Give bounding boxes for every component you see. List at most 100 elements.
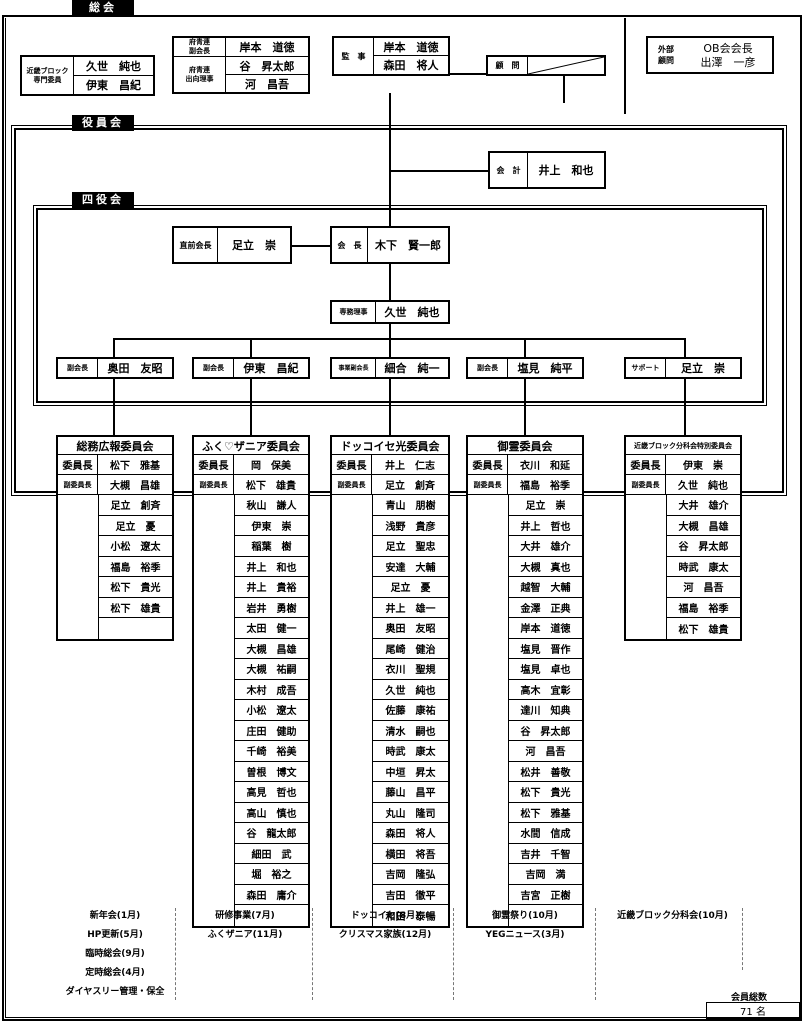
- member: 松下 貴光: [99, 577, 172, 598]
- event: クリスマス家族(12月): [338, 930, 432, 940]
- member: 浅野 貴彦: [373, 516, 448, 536]
- vice-label-5: サポート: [626, 359, 666, 377]
- kinki-delegate-box: 近畿ブロック 専門委員 久世 純也 伊東 昌紀: [20, 55, 155, 96]
- vice-name-1: 奥田 友昭: [107, 362, 163, 375]
- vice-label-4: 副会長: [468, 359, 508, 377]
- vice-name-5: 足立 崇: [681, 362, 725, 375]
- general-assembly-frame-inner: [5, 18, 799, 1018]
- event-divider-5: [742, 908, 743, 970]
- member: 藤山 昌平: [373, 782, 448, 803]
- kinki-delegate-label: 近畿ブロック 専門委員: [22, 57, 74, 94]
- committee-2-vice-label: 副委員長: [194, 475, 234, 494]
- events-committee-4: 御霊祭り(10月) YEGニュース(3月): [463, 907, 587, 945]
- external-advisor-box: 外部 顧問 OB会会長 出澤 一彦: [646, 36, 774, 74]
- treasurer-name: 井上 和也: [538, 164, 594, 177]
- member: 稲葉 樹: [235, 536, 308, 557]
- kinki-delegate-name-1: 久世 純也: [74, 57, 153, 76]
- member: 足立 崇: [509, 495, 582, 516]
- advisor-label: 顧 問: [488, 57, 528, 74]
- member: 谷 昇太郎: [667, 536, 740, 557]
- member: 福島 裕季: [667, 598, 740, 618]
- vice-box-2: 副会長 伊東 昌紀: [192, 357, 310, 379]
- committee-2-members: 秋山 謙人 伊東 崇 稲葉 樹 井上 和也 井上 貴裕 岩井 勇樹 太田 健一 …: [234, 495, 308, 926]
- member: 細田 武: [235, 844, 308, 864]
- committee-1-vice-label: 副委員長: [58, 475, 98, 494]
- prefectural-box: 府青連 副会長 岸本 道徳 府青連 出向理事 谷 昇太郎 河 昌吾: [172, 36, 310, 94]
- section-four-officers: 四役会: [72, 192, 134, 208]
- frame-right-notch: [624, 18, 627, 114]
- committee-5-vice-label: 副委員長: [626, 475, 666, 494]
- member: 足立 聖忠: [373, 536, 448, 557]
- member: 青山 朋樹: [373, 495, 448, 516]
- committee-3-chair-label: 委員長: [332, 455, 372, 474]
- events-committee-1: 新年会(1月) HP更新(5月) 臨時総会(9月) 定時総会(4月) ダイヤスリ…: [40, 907, 190, 1002]
- member: 尾崎 健治: [373, 639, 448, 659]
- committee-3-title: ドッコイセ光委員会: [332, 437, 448, 455]
- advisor-drop: [563, 73, 565, 103]
- vice-label-1: 副会長: [58, 359, 98, 377]
- external-advisor-name: 出澤 一彦: [700, 56, 756, 69]
- member: 大槻 祐嗣: [235, 659, 308, 680]
- member: 横田 将吾: [373, 844, 448, 864]
- member: 井上 雄一: [373, 598, 448, 618]
- member: 岩井 勇樹: [235, 598, 308, 618]
- member: 塩見 卓也: [509, 659, 582, 680]
- member: 中垣 昇太: [373, 762, 448, 782]
- vice-box-3: 事業副会長 細合 純一: [330, 357, 450, 379]
- event: YEGニュース(3月): [485, 930, 565, 940]
- member: 時武 康太: [667, 557, 740, 577]
- member: 太田 健一: [235, 618, 308, 639]
- member: 松井 善敬: [509, 762, 582, 782]
- member: 金澤 正典: [509, 598, 582, 618]
- committee-1-members: 足立 創斉 足立 憂 小松 遼太 福島 裕季 松下 貴光 松下 雄貴: [98, 495, 172, 639]
- committee-4-members: 足立 崇 井上 哲也 大井 雄介 大槻 真也 越智 大輔 金澤 正典 岸本 道徳…: [508, 495, 582, 926]
- committee-3-vice-label: 副委員長: [332, 475, 372, 494]
- total-members-value: 71 名: [740, 1007, 766, 1018]
- member: 越智 大輔: [509, 577, 582, 598]
- member: 大槻 昌雄: [235, 639, 308, 659]
- event: 新年会(1月): [89, 911, 141, 921]
- committee-5-title: 近畿ブロック分科会特別委員会: [626, 437, 740, 455]
- member: 大槻 真也: [509, 557, 582, 577]
- member: 大槻 昌雄: [667, 516, 740, 536]
- member: 谷 龍太郎: [235, 823, 308, 844]
- events-committee-3: ドッコイセ(8月) クリスマス家族(12月): [322, 907, 448, 945]
- committee-3-members: 青山 朋樹 浅野 貴彦 足立 聖忠 安達 大輔 足立 憂 井上 雄一 奥田 友昭…: [372, 495, 448, 926]
- member: 松下 雄貴: [678, 624, 729, 636]
- member: 吉井 千智: [509, 844, 582, 864]
- member: 曽根 博文: [235, 762, 308, 782]
- member: 塩見 晋作: [509, 639, 582, 659]
- treasurer-line: [390, 170, 490, 172]
- event: HP更新(5月): [87, 930, 143, 940]
- vice-box-4: 副会長 塩見 純平: [466, 357, 584, 379]
- committee-3: ドッコイセ光委員会 委員長井上 仁志 副委員長足立 創斉 青山 朋樹 浅野 貴彦…: [330, 435, 450, 928]
- event: 定時総会(4月): [85, 968, 145, 978]
- advisor-box: 顧 問: [486, 55, 606, 76]
- auditor-name-1: 岸本 道徳: [374, 38, 448, 56]
- comm-drop-1: [113, 376, 115, 436]
- member: 衣川 聖規: [373, 659, 448, 680]
- vice-name-2: 伊東 昌紀: [243, 362, 299, 375]
- member: 高見 哲也: [235, 782, 308, 803]
- past-president-box: 直前会長 足立 崇: [172, 226, 292, 264]
- committee-2-vice: 松下 雄貴: [246, 481, 296, 492]
- prefectural-director-2: 河 昌吾: [245, 77, 289, 91]
- member: 高木 宜彰: [509, 680, 582, 700]
- committee-4-vice: 福島 裕季: [520, 481, 570, 492]
- member: 木村 成吾: [235, 680, 308, 700]
- committee-4-title: 御霊委員会: [468, 437, 582, 455]
- prefectural-vice-label: 府青連 副会長: [174, 38, 226, 57]
- general-assembly-frame: [2, 15, 802, 1021]
- member: 大井 雄介: [509, 536, 582, 557]
- member: 足立 憂: [99, 516, 172, 536]
- member: 谷 昇太郎: [509, 721, 582, 741]
- past-president-name: 足立 崇: [232, 239, 276, 252]
- member: 森田 将人: [373, 823, 448, 844]
- member: 高山 慎也: [235, 803, 308, 823]
- committee-4-chair: 衣川 和延: [520, 461, 570, 472]
- member: 秋山 謙人: [235, 495, 308, 516]
- vice-box-5: サポート 足立 崇: [624, 357, 742, 379]
- kinki-delegate-name-2: 伊東 昌紀: [86, 79, 141, 92]
- president-name: 木下 賢一郎: [375, 239, 441, 252]
- four-officers-frame: [33, 205, 767, 406]
